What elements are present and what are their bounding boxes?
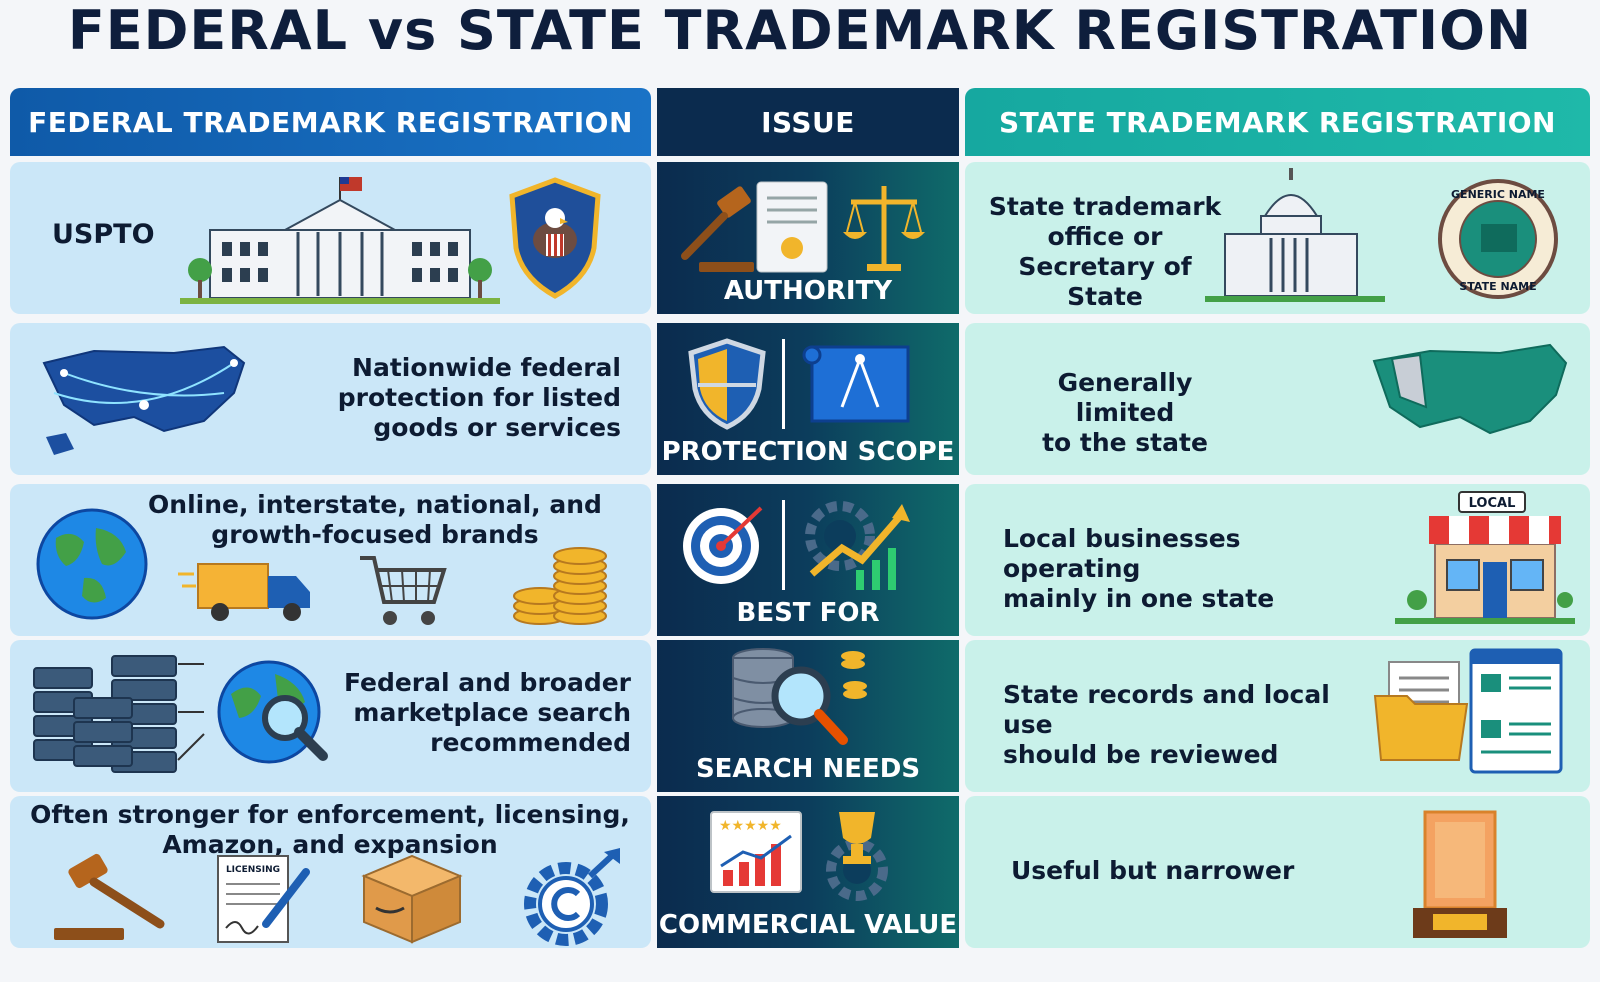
issue-column-header: ISSUE — [657, 88, 959, 156]
federal-authority-text: USPTO — [52, 219, 155, 250]
state-bestfor-text: Local businesses operating mainly in one… — [1003, 524, 1275, 613]
state-value-cell: Useful but narrower — [965, 796, 1590, 948]
rating-chart-icon: ★★★★★ — [710, 811, 802, 893]
store-sign-text: LOCAL — [1469, 496, 1516, 511]
divider — [782, 339, 785, 429]
federal-search-cell: Federal and broader marketplace search r… — [10, 640, 651, 792]
usa-state-highlight-map-icon — [1372, 343, 1568, 435]
copyright-gear-icon — [524, 848, 620, 946]
shipping-box-icon — [361, 854, 463, 944]
globe-icon — [36, 508, 148, 620]
seal-top-text: GENERIC NAME — [1451, 188, 1545, 201]
page-title: FEDERAL vs STATE TRADEMARK REGISTRATION — [67, 0, 1533, 62]
issue-authority-label: AUTHORITY — [723, 276, 893, 306]
state-seal-icon: GENERIC NAME STATE NAME — [1438, 179, 1558, 299]
issue-value-cell: ★★★★★ COMMERCIAL VALUE — [657, 796, 959, 948]
database-search-icon — [732, 648, 867, 745]
state-value-text: Useful but narrower — [1011, 856, 1295, 885]
shopping-cart-icon — [360, 556, 447, 625]
gavel-icon — [54, 853, 165, 940]
server-database-icon — [33, 655, 205, 773]
trophy-gear-icon — [826, 812, 888, 901]
federal-shield-eagle-icon — [509, 177, 601, 299]
licensing-label: LICENSING — [226, 865, 280, 875]
globe-magnifier-icon — [217, 660, 328, 764]
plaque-award-icon — [1413, 810, 1507, 938]
federal-bestfor-cell: Online, interstate, national, and growth… — [10, 484, 651, 636]
state-search-cell: State records and local use should be re… — [965, 640, 1590, 792]
issue-bestfor-label: BEST FOR — [736, 598, 880, 628]
target-icon — [683, 506, 763, 584]
issue-bestfor-cell: BEST FOR — [657, 484, 959, 636]
gear-growth-icon — [805, 501, 910, 590]
white-house-icon — [180, 177, 500, 304]
divider — [782, 500, 785, 590]
federal-scope-cell: Nationwide federal protection for listed… — [10, 323, 651, 475]
federal-column-header: FEDERAL TRADEMARK REGISTRATION — [10, 88, 651, 156]
federal-scope-text: Nationwide federal protection for listed… — [337, 353, 621, 442]
state-scope-text: Generally limited to the state — [1042, 368, 1208, 457]
seal-bottom-text: STATE NAME — [1459, 280, 1536, 293]
state-authority-text: State trademark office or Secretary of S… — [988, 192, 1222, 311]
issue-scope-label: PROTECTION SCOPE — [661, 437, 955, 467]
state-capitol-icon — [1205, 168, 1385, 302]
issue-authority-cell: AUTHORITY — [657, 162, 959, 314]
delivery-truck-icon — [178, 563, 310, 621]
federal-bestfor-text: Online, interstate, national, and growth… — [148, 490, 602, 549]
federal-value-cell: Often stronger for enforcement, licensin… — [10, 796, 651, 948]
web-page-icon — [1469, 648, 1563, 774]
state-search-text: State records and local use should be re… — [1003, 680, 1330, 769]
licensing-document-icon: LICENSING — [217, 855, 310, 943]
federal-value-text: Often stronger for enforcement, licensin… — [30, 800, 630, 859]
folder-records-icon — [1373, 661, 1469, 761]
svg-text:★★★★★: ★★★★★ — [719, 818, 782, 834]
gavel-document-scales-icon — [681, 181, 925, 273]
issue-search-cell: SEARCH NEEDS — [657, 640, 959, 792]
state-column-header: STATE TRADEMARK REGISTRATION — [965, 88, 1590, 156]
shield-icon — [688, 338, 766, 430]
issue-scope-cell: PROTECTION SCOPE — [657, 323, 959, 475]
blueprint-compass-icon — [802, 345, 910, 423]
federal-authority-cell: USPTO — [10, 162, 651, 314]
state-scope-cell: Generally limited to the state — [965, 323, 1590, 475]
coin-stacks-icon — [513, 547, 607, 625]
issue-search-label: SEARCH NEEDS — [695, 754, 921, 784]
state-bestfor-cell: Local businesses operating mainly in one… — [965, 484, 1590, 636]
federal-search-text: Federal and broader marketplace search r… — [343, 668, 631, 757]
local-store-icon: LOCAL — [1395, 491, 1575, 624]
state-authority-cell: State trademark office or Secretary of S… — [965, 162, 1590, 314]
issue-value-label: COMMERCIAL VALUE — [658, 910, 958, 940]
usa-network-map-icon — [42, 345, 246, 455]
